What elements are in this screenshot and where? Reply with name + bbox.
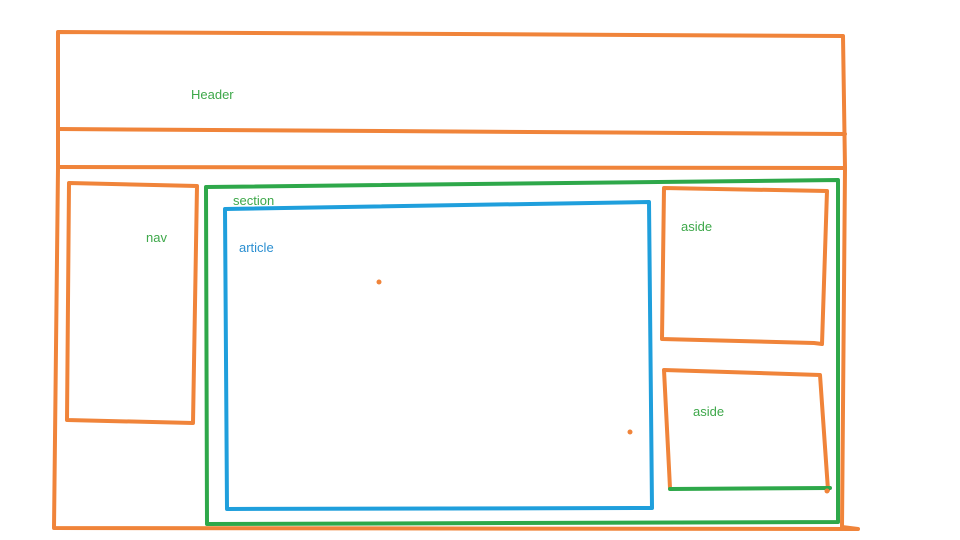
section-box bbox=[204, 178, 840, 526]
article-box bbox=[223, 200, 654, 511]
dot-mark-2 bbox=[627, 429, 633, 435]
aside-bottom-label: aside bbox=[693, 404, 725, 419]
article-label: article bbox=[239, 240, 274, 255]
section-label: section bbox=[233, 193, 275, 208]
header-label: Header bbox=[191, 87, 234, 102]
aside-bottom-box bbox=[662, 368, 830, 492]
page-outline bbox=[52, 30, 860, 531]
aside-top-label: aside bbox=[681, 219, 713, 234]
dot-mark-1 bbox=[376, 279, 382, 285]
header-divider bbox=[56, 165, 847, 170]
nav-label: nav bbox=[146, 230, 167, 245]
header-box bbox=[56, 127, 847, 136]
nav-box bbox=[65, 181, 199, 425]
aside-bottom-green-edge bbox=[668, 486, 832, 491]
aside-top-box bbox=[660, 186, 829, 346]
dot-mark-3 bbox=[824, 488, 830, 494]
